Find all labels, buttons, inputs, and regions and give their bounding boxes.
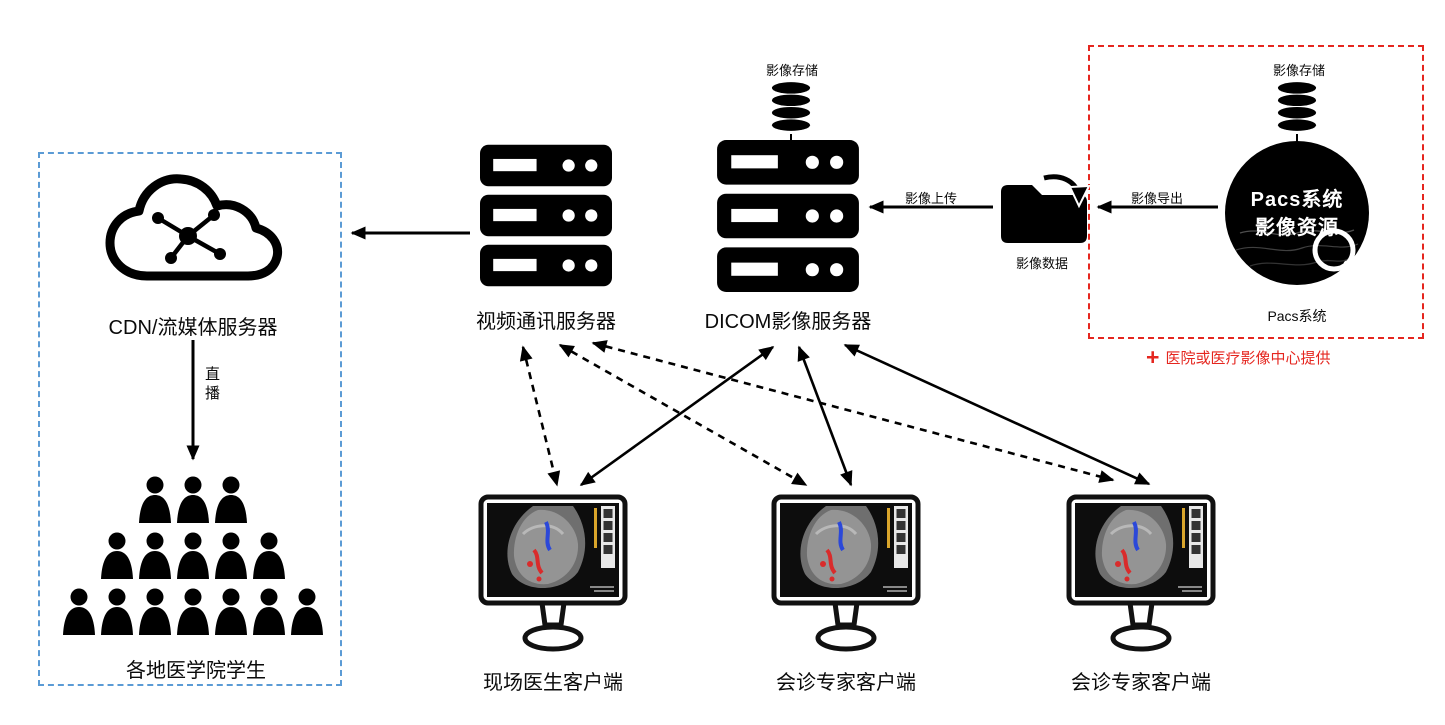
arrow-dicom-client2 xyxy=(797,345,853,487)
provider-note-text: 医院或医疗影像中心提供 xyxy=(1165,350,1331,367)
pacs-caption-label: Pacs系统 xyxy=(1267,308,1327,324)
magnifier-icon xyxy=(1312,228,1364,281)
students-crowd-icon xyxy=(63,476,323,635)
arrow-video-client1 xyxy=(519,345,561,487)
person-icon xyxy=(177,532,209,579)
person-icon xyxy=(253,532,285,579)
person-icon xyxy=(177,476,209,523)
image-data-folder-icon xyxy=(1001,172,1090,243)
image-export-label: 影像导出 xyxy=(1130,191,1184,206)
cdn-server-label: CDN/流媒体服务器 xyxy=(108,317,278,339)
video-server-icon xyxy=(480,144,612,287)
dicom-storage-label: 影像存储 xyxy=(765,63,819,78)
students-group-box xyxy=(38,152,342,686)
arrow-dicom-client3 xyxy=(843,343,1151,486)
client3-label: 会诊专家客户端 xyxy=(1071,672,1211,694)
person-icon xyxy=(139,476,171,523)
person-icon xyxy=(215,532,247,579)
person-icon xyxy=(253,588,285,635)
client2-monitor-icon xyxy=(771,494,921,656)
image-data-label: 影像数据 xyxy=(1015,256,1069,271)
client1-monitor-icon xyxy=(478,494,628,656)
person-icon xyxy=(215,588,247,635)
client2-label: 会诊专家客户端 xyxy=(776,672,916,694)
image-upload-label: 影像上传 xyxy=(904,191,958,206)
person-icon xyxy=(63,588,95,635)
plus-icon: + xyxy=(1146,344,1160,370)
live-broadcast-label: 直播 xyxy=(203,366,220,404)
network-icon xyxy=(152,209,226,264)
client3-monitor-icon xyxy=(1066,494,1216,656)
provider-note: + 医院或医疗影像中心提供 xyxy=(1146,346,1330,369)
arrow-video-client3 xyxy=(591,340,1115,483)
arrow-dicom-client1 xyxy=(579,345,775,487)
client1-label: 现场医生客户端 xyxy=(483,672,623,694)
dicom-storage-database-icon xyxy=(771,82,811,131)
person-icon xyxy=(215,476,247,523)
person-icon xyxy=(101,588,133,635)
person-icon xyxy=(139,532,171,579)
students-label: 各地医学院学生 xyxy=(126,660,266,682)
person-icon xyxy=(291,588,323,635)
pacs-group-box xyxy=(1088,45,1424,339)
dicom-server-icon xyxy=(717,140,859,292)
pacs-circle-subtitle: 影像资源 xyxy=(1255,217,1339,239)
pacs-circle-icon xyxy=(1225,141,1369,285)
person-icon xyxy=(139,588,171,635)
pacs-circle-title: Pacs系统 xyxy=(1250,189,1344,211)
video-server-label: 视频通讯服务器 xyxy=(476,311,616,333)
dicom-server-label: DICOM影像服务器 xyxy=(704,311,872,333)
pacs-storage-label: 影像存储 xyxy=(1272,63,1326,78)
cdn-cloud-icon xyxy=(105,174,283,281)
person-icon xyxy=(101,532,133,579)
person-icon xyxy=(177,588,209,635)
pacs-storage-database-icon xyxy=(1277,82,1317,131)
